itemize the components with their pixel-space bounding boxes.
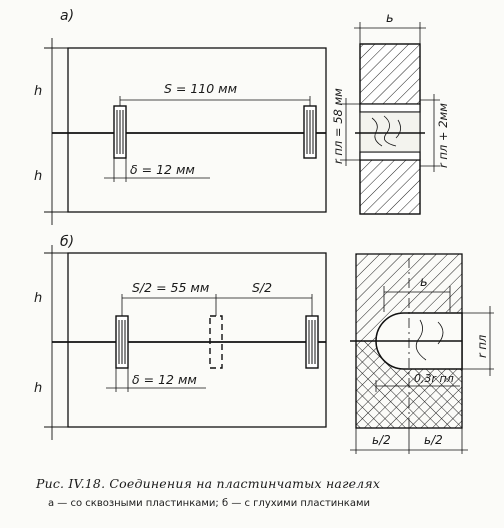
panel-b-plate-left: [115, 315, 129, 369]
panel-b-section-width: ь: [420, 275, 428, 290]
panel-b-thickness: δ = 12 мм: [132, 372, 197, 387]
panel-a: а) h h S = 110 мм δ =: [34, 8, 450, 225]
panel-a-plate-height: r пл = 58 мм: [331, 88, 345, 164]
panel-a-label: а): [60, 8, 74, 24]
panel-b-h-bottom: h: [34, 381, 42, 396]
panel-b-plate-height: r пл: [475, 334, 489, 358]
panel-a-h-top: h: [34, 84, 42, 99]
panel-b: б) h h S/2 = 55 мм S/2: [34, 234, 494, 454]
figure-caption-subtitle: а — со сквозными пластинками; б — с глух…: [48, 498, 371, 509]
panel-b-beam: [67, 252, 327, 428]
panel-a-h-bottom: h: [34, 169, 42, 184]
panel-a-beam: [67, 47, 327, 213]
panel-b-half-width-right: ь/2: [424, 433, 443, 447]
panel-b-half-spacing-right: S/2: [252, 280, 272, 295]
figure-caption-title: Рис. IV.18. Соединения на пластинчатых н…: [36, 476, 381, 491]
panel-b-plate-right: [305, 315, 319, 369]
panel-b-half-spacing: S/2 = 55 мм: [132, 280, 209, 295]
panel-a-plate-half: r пл + 2мм: [436, 103, 450, 168]
panel-a-section: [355, 43, 425, 215]
panel-b-depth: 0,3r пл: [414, 372, 454, 385]
panel-a-section-width: ь: [386, 11, 394, 26]
panel-a-plate-right: [303, 105, 317, 159]
panel-b-half-width-left: ь/2: [372, 433, 391, 447]
panel-a-thickness: δ = 12 мм: [130, 162, 195, 177]
panel-b-section: [350, 253, 463, 429]
panel-b-h-top: h: [34, 291, 42, 306]
panel-a-plate-left: [113, 105, 127, 159]
panel-b-label: б): [60, 234, 74, 250]
panel-a-spacing: S = 110 мм: [164, 81, 237, 96]
